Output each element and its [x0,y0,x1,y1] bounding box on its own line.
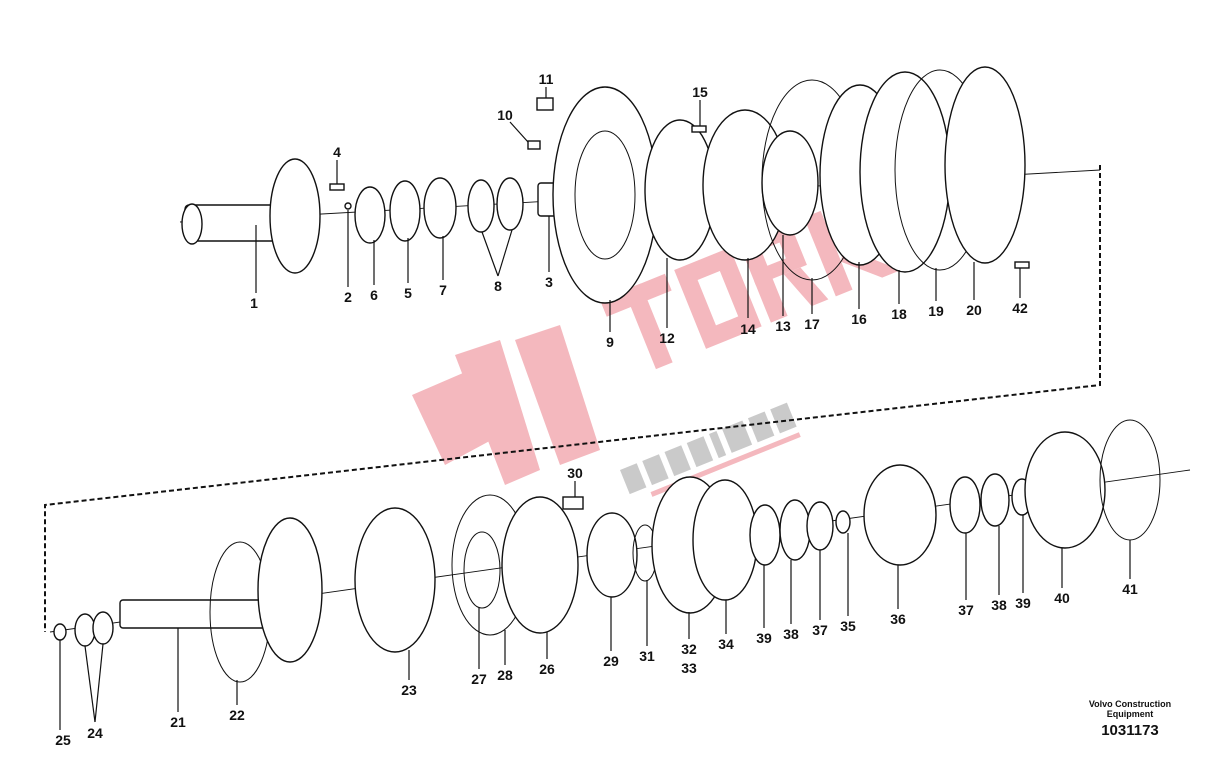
part-label: 42 [1012,300,1028,316]
part-label: 40 [1054,590,1070,606]
part-label: 37 [958,602,974,618]
part-label: 16 [851,311,867,327]
part-label: 23 [401,682,417,698]
part-label: 38 [783,626,799,642]
part-label: 26 [539,661,555,677]
company-name-line2: Equipment [1106,709,1154,719]
part-label: 41 [1122,581,1138,597]
part-label: 22 [229,707,245,723]
part-label: 31 [639,648,655,664]
part-label: 34 [718,636,734,652]
part-label: 13 [775,318,791,334]
part-label: 12 [659,330,675,346]
parts-top-row [181,66,1030,304]
company-name-line1: Volvo Construction [1088,699,1172,709]
drawing-footer: Volvo Construction Equipment 1031173 [1075,699,1185,739]
part-label: 38 [991,597,1007,613]
part-label: 37 [812,622,828,638]
part-label: 24 [87,725,103,741]
part-label: 1 [250,295,258,311]
part-label: 20 [966,302,982,318]
leader-lines [59,87,1131,730]
part-label: 9 [606,334,614,350]
part-label: 4 [333,144,341,160]
part-label: 30 [567,465,583,481]
part-label: 7 [439,282,447,298]
drawing-number: 1031173 [1101,722,1159,739]
part-label: 10 [497,107,513,123]
part-label: 2 [344,289,352,305]
part-label: 17 [804,316,820,332]
part-label: 29 [603,653,619,669]
part-label: 19 [928,303,944,319]
part-label: 21 [170,714,186,730]
part-labels-top: 1 2 6 5 7 8 3 9 4 11 10 15 12 14 13 17 1… [250,71,1028,350]
part-label: 11 [539,71,554,87]
part-label: 25 [55,732,71,748]
part-label: 39 [1015,595,1031,611]
part-label: 32 [681,641,697,657]
part-label: 36 [890,611,906,627]
part-label: 27 [471,671,487,687]
part-label: 3 [545,274,553,290]
part-label: 33 [681,660,697,676]
part-label: 5 [404,285,412,301]
part-label: 6 [370,287,378,303]
parts-bottom-row [53,419,1161,683]
part-label: 28 [497,667,513,683]
part-label: 35 [840,618,856,634]
part-label: 8 [494,278,502,294]
part-label: 15 [692,84,708,100]
part-label: 18 [891,306,907,322]
part-label: 39 [756,630,772,646]
part-labels-bottom: 25 24 21 22 23 27 28 26 29 31 32 33 34 3… [55,465,1138,748]
part-label: 14 [740,321,756,337]
